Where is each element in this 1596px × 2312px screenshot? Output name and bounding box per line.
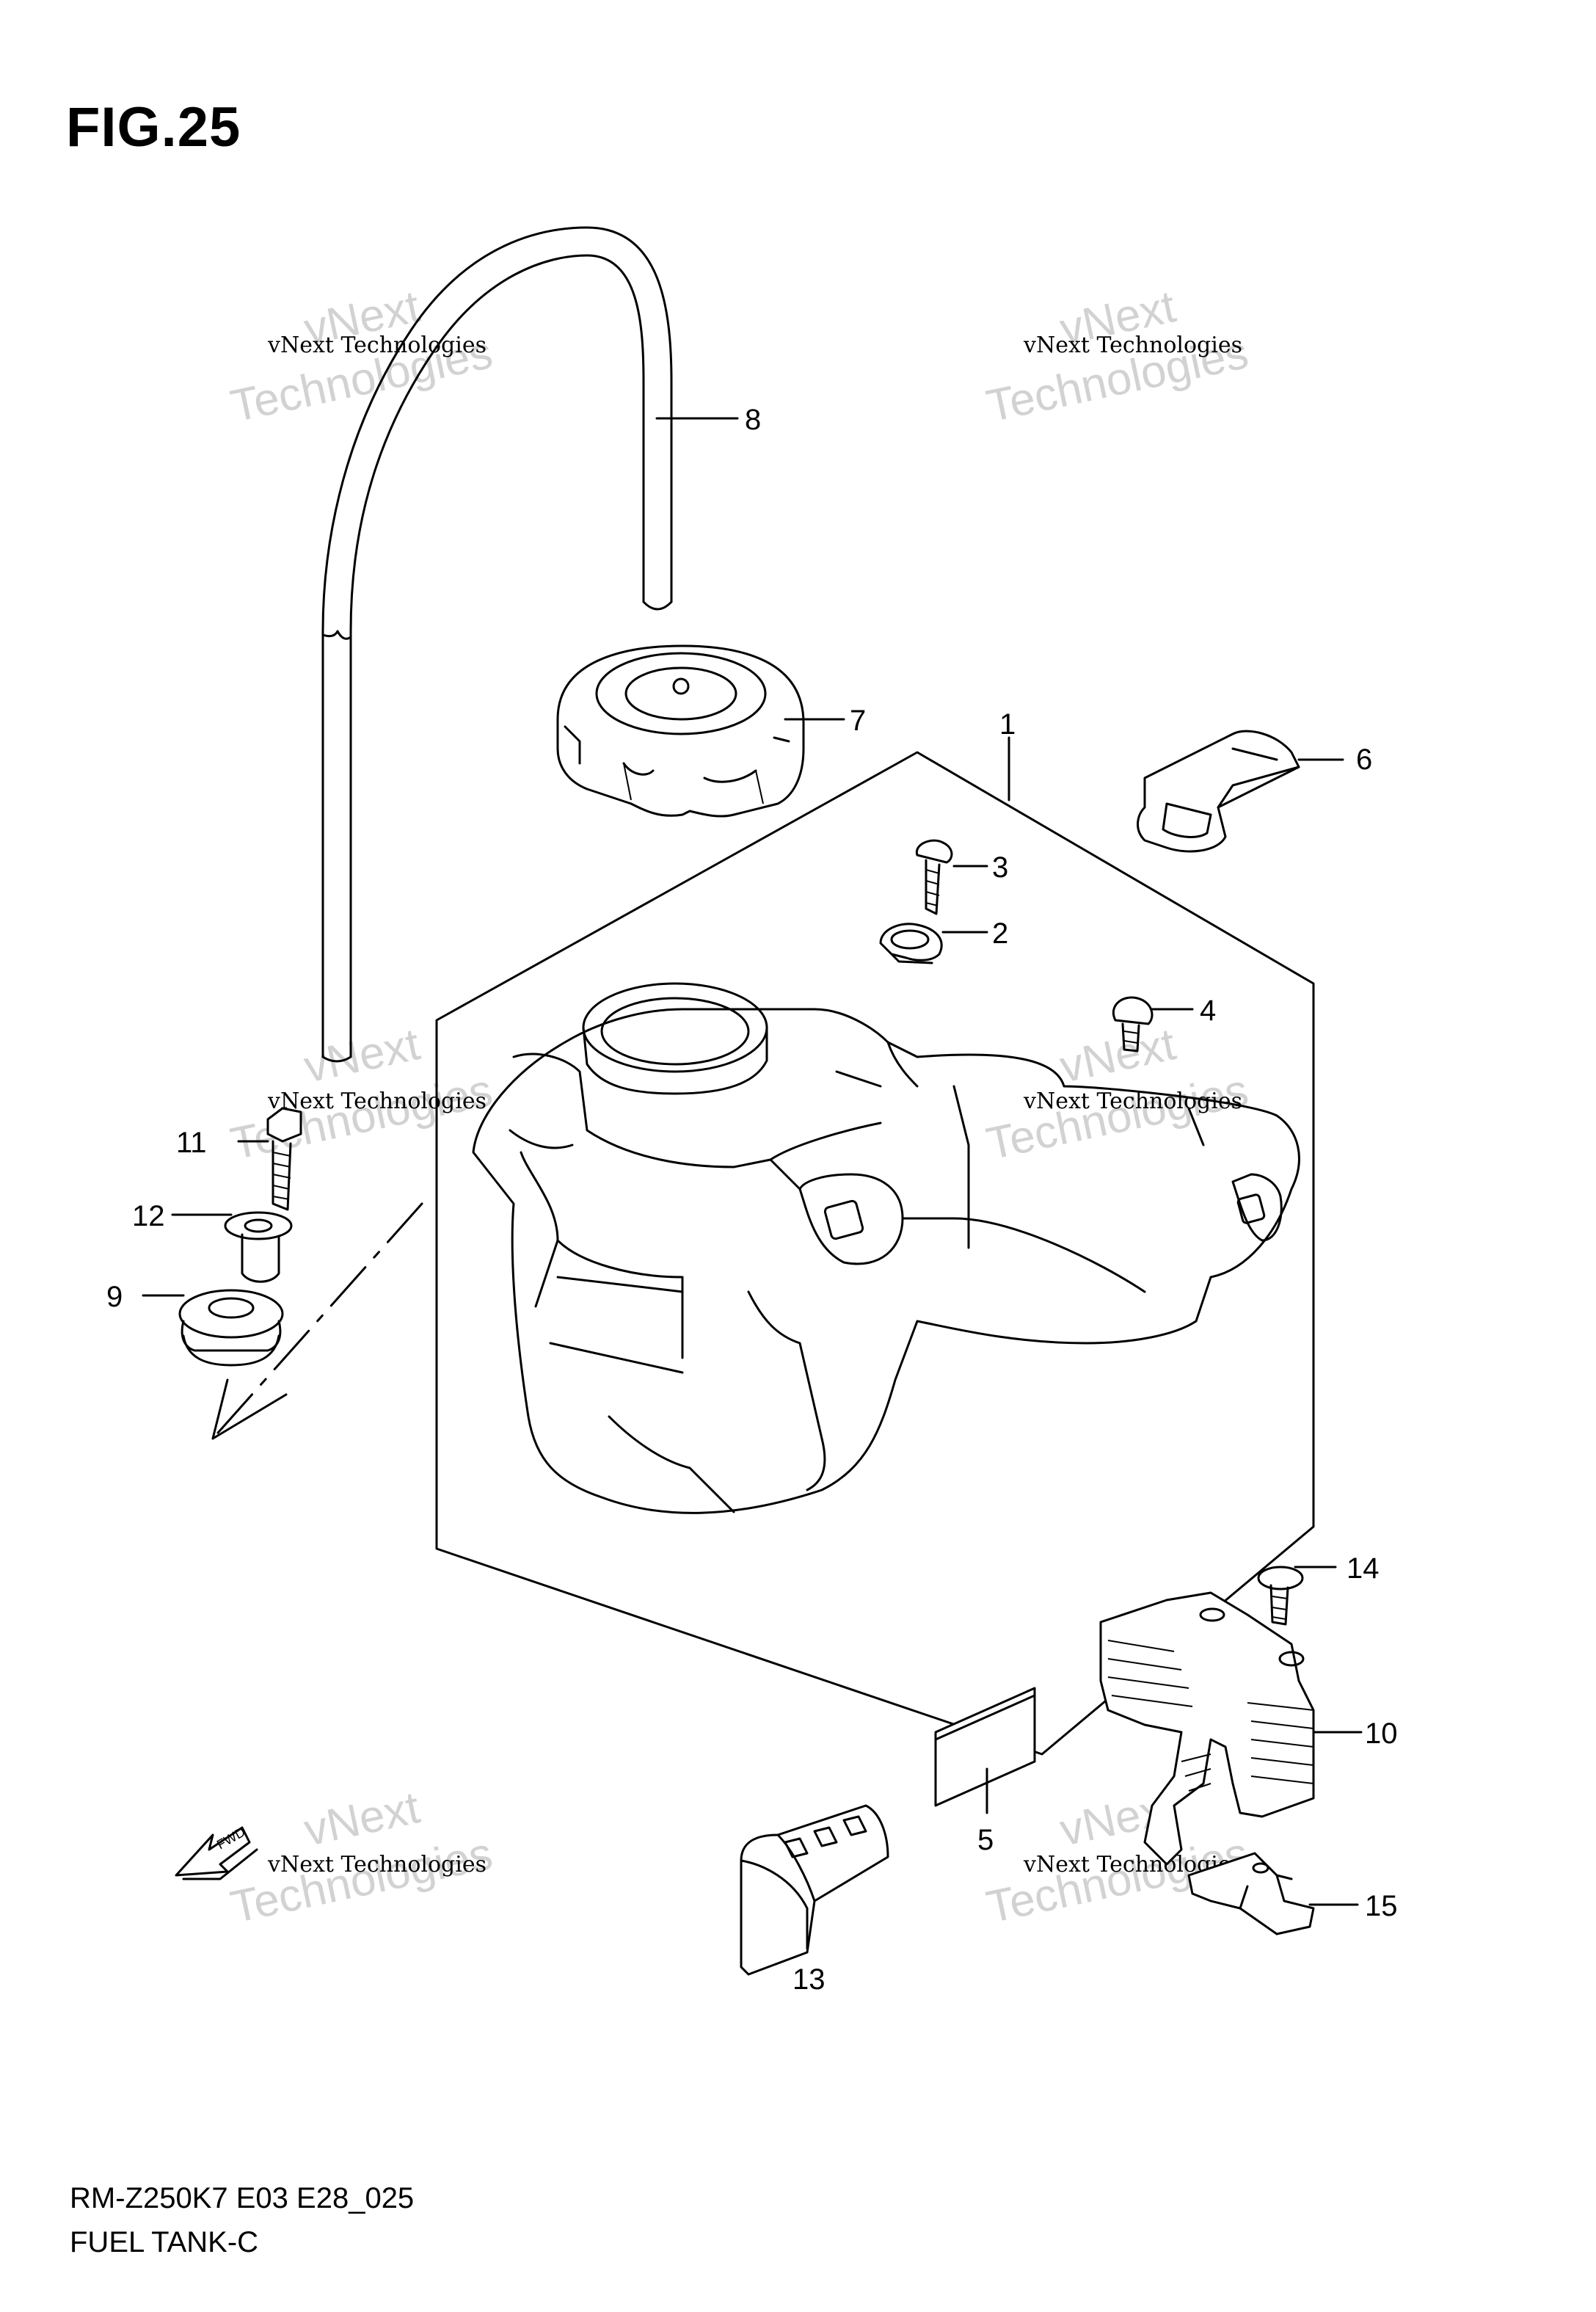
part-14-screw xyxy=(1257,1566,1304,1626)
callout-9: 9 xyxy=(106,1281,123,1313)
svg-text:vNext Technologies: vNext Technologies xyxy=(267,332,487,358)
callout-2: 2 xyxy=(992,917,1008,950)
svg-text:vNext Technologies: vNext Technologies xyxy=(1023,1088,1242,1114)
part-12-collar xyxy=(224,1211,293,1283)
callout-15: 15 xyxy=(1365,1890,1398,1922)
part-4-screw xyxy=(1112,996,1154,1053)
watermark-mid-left: Technologies vNext vNext Technologies xyxy=(227,1019,497,1169)
leader-lines xyxy=(142,417,1363,1950)
part-11-bolt xyxy=(266,1107,302,1211)
svg-text:vNext Technologies: vNext Technologies xyxy=(267,1088,487,1114)
svg-text:vNext Technologies: vNext Technologies xyxy=(267,1852,487,1877)
callout-7: 7 xyxy=(850,705,866,737)
part-15-plate xyxy=(1187,1852,1315,1935)
part-1-fuel-tank-outline xyxy=(435,751,1315,1756)
section-name: FUEL TANK-C xyxy=(70,2226,259,2258)
callout-1: 1 xyxy=(999,708,1016,741)
fwd-arrow-icon: FWD xyxy=(175,1825,258,1880)
part-6-strap-bracket xyxy=(1137,730,1300,853)
callout-5: 5 xyxy=(977,1824,994,1856)
part-8-breather-hose xyxy=(321,226,673,1063)
part-2-damper xyxy=(879,923,943,964)
watermark-top-left: Technologies vNext vNext Technologies xyxy=(227,281,497,432)
alignment-arrow xyxy=(211,1378,288,1440)
part-13-cushion xyxy=(740,1804,889,1976)
callout-11: 11 xyxy=(176,1127,207,1159)
watermark-bottom-right: Technologies vNext vNext Technologies xyxy=(983,1782,1253,1933)
callout-12: 12 xyxy=(132,1200,165,1232)
callout-14: 14 xyxy=(1347,1552,1380,1585)
watermark-bottom-left: Technologies vNext vNext Technologies xyxy=(227,1782,497,1933)
callout-10: 10 xyxy=(1365,1717,1398,1750)
svg-text:vNext Technologies: vNext Technologies xyxy=(1023,332,1242,358)
part-9-grommet xyxy=(178,1289,284,1367)
callout-4: 4 xyxy=(1200,995,1216,1027)
callout-3: 3 xyxy=(992,851,1008,884)
part-10-bracket xyxy=(1099,1591,1315,1866)
callout-6: 6 xyxy=(1356,744,1372,776)
part-7-fuel-cap xyxy=(556,644,805,818)
model-code: RM-Z250K7 E03 E28_025 xyxy=(70,2182,415,2214)
watermark-top-right: Technologies vNext vNext Technologies xyxy=(983,281,1253,432)
part-3-screw xyxy=(915,839,953,915)
figure-title: FIG.25 xyxy=(66,96,241,159)
callout-13: 13 xyxy=(792,1963,826,1996)
watermark-mid-right: Technologies vNext vNext Technologies xyxy=(983,1019,1253,1169)
alignment-line xyxy=(211,1202,423,1440)
part-5-pad xyxy=(934,1687,1036,1807)
callout-8: 8 xyxy=(745,404,761,436)
diagram-footer: RM-Z250K7 E03 E28_025 FUEL TANK-C xyxy=(70,2176,414,2264)
part-1-fuel-tank xyxy=(472,982,1300,1514)
